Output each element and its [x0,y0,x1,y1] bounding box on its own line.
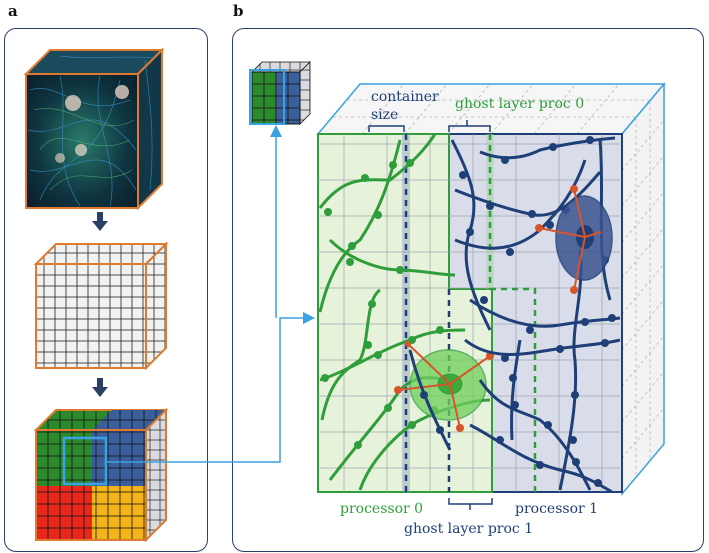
panel-b-label: b [233,2,244,20]
container-size-bracket [368,125,405,132]
domain-cube [33,407,169,543]
container-size-label-line1: container [371,89,439,105]
simulation-cube [23,47,165,211]
panel-a-label: a [8,2,18,20]
ghost-layer-proc1-bracket [448,498,493,510]
ghost-layer-proc1-label: ghost layer proc 1 [404,521,533,537]
zoom-connector [106,312,315,463]
grid-cube [33,241,169,371]
processor0-label: processor 0 [340,501,423,517]
domain-box [316,81,666,497]
ghost-layer-proc0-bracket [448,120,491,132]
down-arrow-2 [92,378,108,397]
mini-cube [249,61,311,125]
processor1-label: processor 1 [515,501,598,517]
processor1-halo [535,185,613,294]
down-arrow-1 [92,212,108,231]
container-size-label-line2: size [371,107,398,123]
processor0-nodes [321,159,444,449]
ghost-layer-proc0-label: ghost layer proc 0 [455,96,584,112]
